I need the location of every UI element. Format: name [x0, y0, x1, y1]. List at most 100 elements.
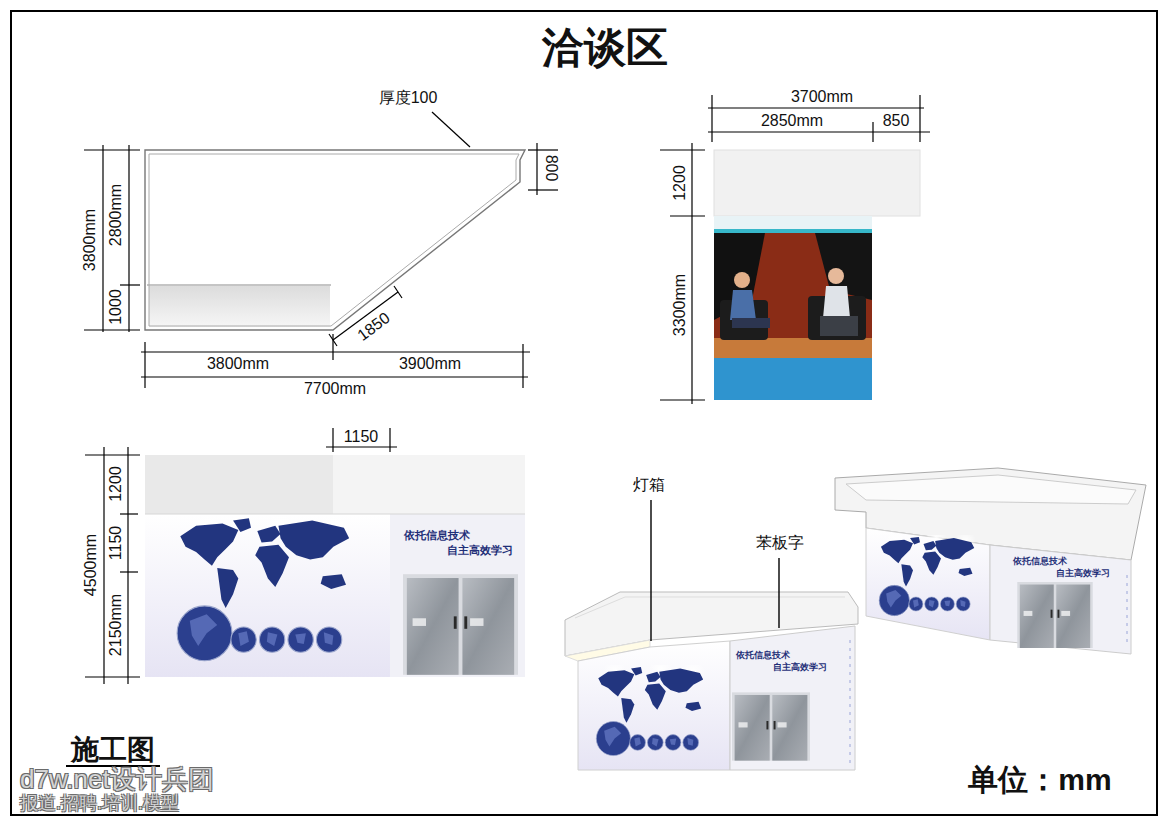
- plan-view: [145, 150, 525, 330]
- sheet-label: 施工图: [71, 734, 155, 766]
- watermark: d7w.net设计兵团: [20, 765, 214, 795]
- header-panel: [714, 150, 920, 216]
- art-line: [778, 558, 779, 628]
- art-rect: [390, 514, 525, 677]
- art-rect: [714, 233, 872, 341]
- dimension-label: 1000: [107, 289, 125, 325]
- art-line: [394, 286, 402, 298]
- art-line: [120, 284, 140, 285]
- art-rect: [714, 229, 872, 233]
- art-line: [432, 112, 470, 147]
- elevation-dimensions: [85, 428, 397, 684]
- dimension-label: 4500mm: [82, 534, 100, 596]
- plan-inner-wall: [149, 154, 519, 326]
- plan-divider: [147, 285, 331, 286]
- art-line: [84, 329, 140, 330]
- art-polygon: [990, 545, 1131, 654]
- art-line: [103, 447, 104, 684]
- dimension-label: 2800mm: [107, 184, 125, 246]
- art-rect: [333, 455, 525, 514]
- art-line: [850, 640, 851, 765]
- art-rect: [714, 216, 872, 232]
- art-line: [127, 447, 128, 684]
- plan-outer-wall: [145, 150, 525, 330]
- dimension-label: 3900mm: [399, 355, 461, 373]
- art-circle: [828, 268, 844, 284]
- leader-lines: [651, 500, 779, 641]
- wall-lettering: 依托信息技术: [736, 650, 790, 660]
- dimension-label: 3800mm: [81, 209, 99, 271]
- dimension-label: 850: [883, 112, 910, 130]
- art-line: [332, 428, 333, 452]
- dimension-label: 3300mm: [671, 274, 689, 336]
- art-line: [102, 145, 103, 332]
- art-use: [596, 657, 705, 755]
- art-line: [326, 446, 397, 447]
- art-line: [536, 143, 537, 195]
- dimension-label: 1150: [344, 428, 378, 446]
- art-line: [332, 334, 333, 360]
- art-line: [660, 149, 705, 150]
- art-line: [670, 215, 705, 216]
- unit-note: 单位：mm: [968, 763, 1111, 798]
- art-line: [660, 399, 705, 400]
- drawing-title: 洽谈区: [542, 24, 668, 72]
- art-rect: [714, 338, 872, 360]
- art-line: [711, 95, 712, 142]
- art-line: [522, 344, 523, 388]
- art-line: [708, 107, 924, 108]
- art-path: [732, 318, 770, 328]
- art-line: [919, 95, 920, 142]
- callout-text: 厚度100: [379, 89, 438, 107]
- dimension-label: 1200: [671, 165, 689, 201]
- art-line: [120, 513, 138, 514]
- dimension-label: 800: [542, 155, 560, 182]
- art-line: [128, 145, 129, 332]
- dimension-label: 2850mm: [761, 112, 823, 130]
- art-polygon: [730, 626, 855, 770]
- art-line: [389, 428, 390, 452]
- art-line: [120, 571, 138, 572]
- art-line: [691, 143, 692, 404]
- side-dimensions: [660, 95, 930, 404]
- art-line: [528, 189, 558, 190]
- art-rect: [714, 216, 872, 400]
- floor-area: [149, 286, 330, 327]
- dimension-label: 3700mm: [791, 88, 853, 106]
- art-line: [84, 149, 140, 150]
- art-line: [85, 676, 140, 677]
- perspective-angle: [835, 468, 1146, 654]
- dimension-label: 7700mm: [304, 380, 366, 398]
- art-line: [1127, 575, 1128, 645]
- art-polygon: [578, 641, 730, 770]
- art-line: [528, 149, 558, 150]
- callout-text: 灯箱: [633, 476, 665, 494]
- perspective-front: [565, 592, 858, 770]
- art-line: [144, 342, 145, 388]
- art-line: [145, 514, 525, 515]
- art-polygon: [846, 475, 1136, 504]
- wall-lettering: 依托信息技术: [404, 529, 470, 542]
- art-use: [1017, 582, 1092, 648]
- plan-dimensions: [84, 112, 558, 388]
- art-polyline: [575, 597, 845, 618]
- dimension-label: 1200: [107, 466, 125, 502]
- art-line: [650, 500, 651, 641]
- sheet-frame: [11, 11, 1157, 815]
- dimension-label: 1850: [354, 309, 394, 345]
- art-use: [177, 502, 352, 660]
- dimension-label: 2150mm: [107, 594, 125, 656]
- art-path: [823, 286, 850, 318]
- callout-text: 苯板字: [756, 534, 804, 552]
- art-line: [329, 334, 337, 346]
- dimension-label: 1150: [107, 526, 125, 560]
- dimension-label: 3800mm: [207, 355, 269, 373]
- art-use: [879, 528, 976, 616]
- art-line: [85, 454, 140, 455]
- art-path: [820, 316, 858, 336]
- art-line: [141, 376, 528, 377]
- wall-lettering: 自主高效学习: [1056, 568, 1110, 578]
